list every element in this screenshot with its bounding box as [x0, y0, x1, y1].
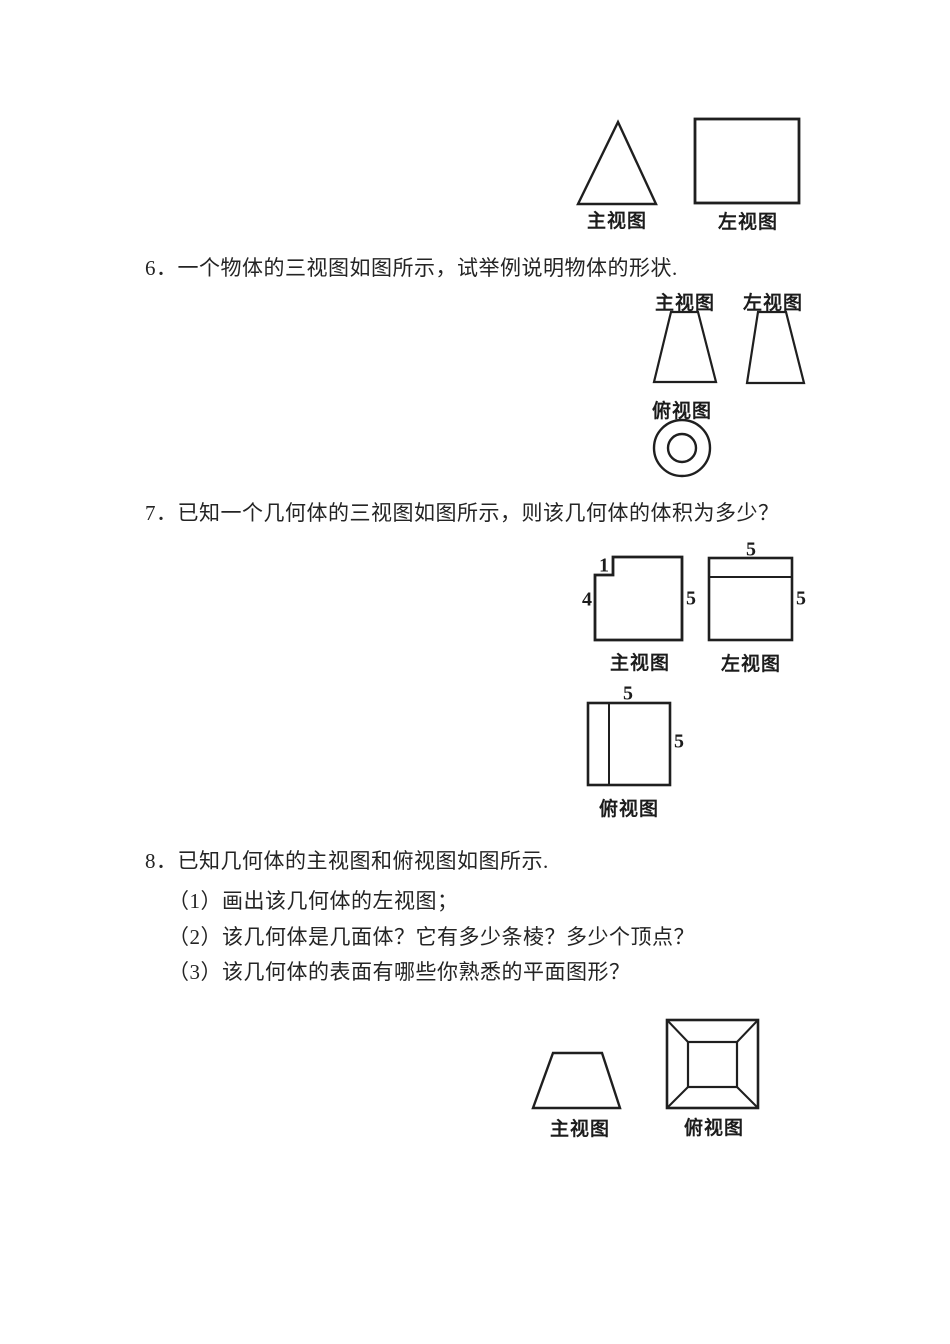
q7-front-dim-left: 4	[582, 588, 592, 611]
q6-front-view-trapezoid	[652, 310, 718, 384]
q8-top-view-label: 俯视图	[683, 1118, 745, 1139]
q8-item-3: （3）该几何体的表面有哪些你熟悉的平面图形？	[168, 960, 631, 984]
q8-top-view-diagonal-br	[736, 1086, 759, 1109]
q6-front-view-label: 主视图	[654, 293, 716, 314]
q5-left-view-rectangle	[693, 117, 801, 205]
q8-top-view-diagonal-tr	[736, 1019, 759, 1043]
q6-left-view-trapezoid	[745, 310, 806, 385]
q7-top-dim-top: 5	[623, 682, 633, 705]
q5-front-view-label: 主视图	[586, 211, 648, 232]
q6-top-view-outer-circle	[652, 418, 712, 478]
q8-front-view-trapezoid	[531, 1051, 622, 1110]
q7-front-view-label: 主视图	[609, 653, 671, 674]
q7-question-text: 7．已知一个几何体的三视图如图所示，则该几何体的体积为多少？	[145, 501, 780, 525]
q5-front-view-triangle	[576, 119, 658, 206]
q7-left-view-rectangle	[707, 556, 794, 642]
q8-question-text: 8．已知几何体的主视图和俯视图如图所示.	[145, 849, 549, 873]
q8-item-2: （2）该几何体是几面体？它有多少条棱？多少个顶点？	[168, 925, 695, 949]
q8-top-view-inner-square	[686, 1040, 739, 1089]
q6-top-view-label: 俯视图	[651, 401, 713, 422]
q7-left-view-label: 左视图	[720, 654, 782, 675]
q7-left-dim-right: 5	[796, 587, 806, 610]
q8-item-1: （1）画出该几何体的左视图；	[168, 889, 459, 913]
q7-front-dim-right: 5	[686, 587, 696, 610]
q8-front-view-label: 主视图	[549, 1119, 611, 1140]
q8-top-view-outer-square	[665, 1018, 760, 1110]
q8-top-view-diagonal-tl	[666, 1019, 689, 1043]
q6-left-view-label: 左视图	[742, 293, 804, 314]
q7-top-view-label: 俯视图	[598, 799, 660, 820]
q6-top-view-inner-circle	[666, 432, 698, 464]
q7-front-view-notched-square	[593, 555, 684, 642]
q7-top-view-rectangle	[586, 701, 672, 787]
q7-top-dim-right: 5	[674, 730, 684, 753]
q6-question-text: 6．一个物体的三视图如图所示，试举例说明物体的形状.	[145, 256, 678, 280]
q7-front-dim-notch: 1	[599, 554, 609, 577]
q7-left-dim-top: 5	[746, 538, 756, 561]
q8-top-view-diagonal-bl	[666, 1086, 689, 1109]
q5-left-view-label: 左视图	[717, 212, 779, 233]
